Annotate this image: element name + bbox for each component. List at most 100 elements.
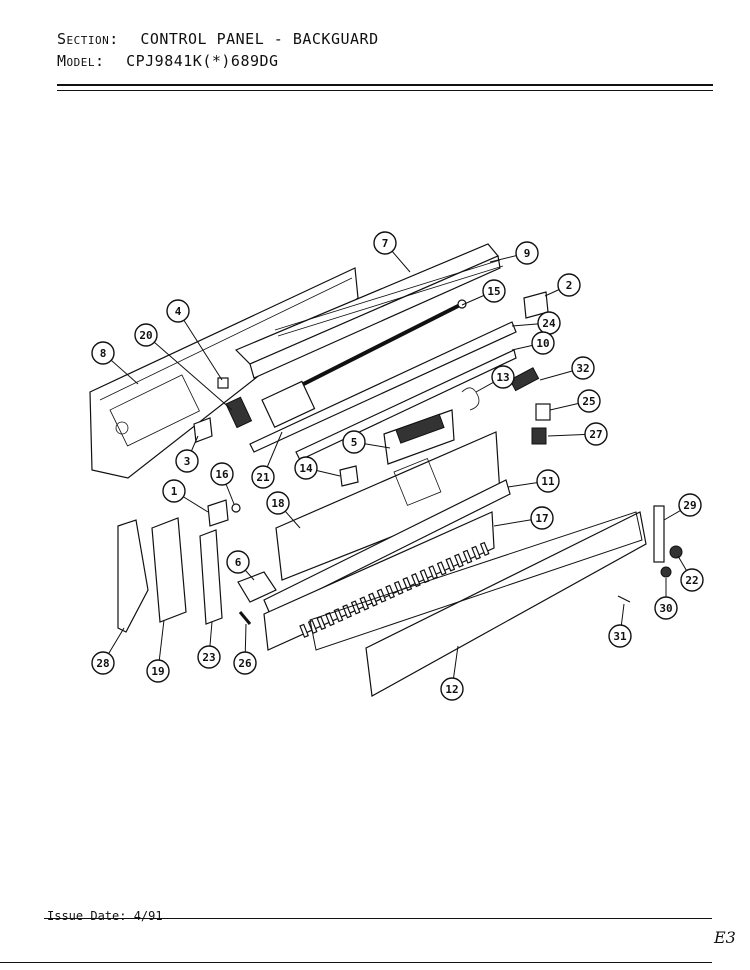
vent-slot [462,549,473,564]
part-switches [531,403,551,445]
callout-number: 4 [175,305,182,318]
callout-21: 21 [251,465,275,489]
callout-15: 15 [482,279,506,303]
callout-number: 16 [215,468,229,481]
section-header: Section: CONTROL PANEL - BACKGUARD [57,30,379,48]
callout-number: 32 [576,362,589,375]
section-value: CONTROL PANEL - BACKGUARD [140,30,379,48]
callout-25: 25 [577,389,601,413]
part-knob-30 [660,566,672,578]
callout-11: 11 [536,469,560,493]
callout-31: 31 [608,624,632,648]
callout-number: 23 [202,651,215,664]
callout-1: 1 [162,479,186,503]
callout-number: 11 [541,475,555,488]
callout-16: 16 [210,462,234,486]
model-label: Model: [57,52,105,70]
part-strip [274,259,504,337]
part-backguard-panel [89,267,359,479]
part-side-trim-28 [117,519,149,633]
callout-5: 5 [342,430,366,454]
part-bracket-19 [151,517,187,623]
callout-4: 4 [166,299,190,323]
vent-slot [436,561,447,576]
callout-26: 26 [233,651,257,675]
callout-number: 13 [496,371,509,384]
callout-22: 22 [680,568,704,592]
vent-slot [393,580,404,596]
part-knob-22 [669,545,683,559]
callout-number: 6 [235,556,242,569]
callout-14: 14 [294,456,318,480]
callout-30: 30 [654,596,678,620]
part-bracket-23 [199,529,223,625]
callout-32: 32 [571,356,595,380]
bottom-rule [0,962,712,963]
vent-slot [445,557,456,572]
callout-number: 24 [542,317,556,330]
leader-line-4 [177,310,223,381]
callout-number: 15 [487,285,500,298]
callout-number: 30 [659,602,672,615]
callout-27: 27 [584,422,608,446]
callout-2: 2 [557,273,581,297]
callout-9: 9 [515,241,539,265]
callout-number: 31 [613,630,627,643]
part-clock-timer [383,409,455,465]
part-endcap-left [237,571,277,603]
part-glass-panel [309,511,647,697]
callout-number: 19 [151,665,164,678]
callout-number: 1 [171,485,178,498]
callout-number: 7 [382,237,389,250]
vent-slot [350,600,361,615]
part-lamp-assembly [225,380,316,429]
vent-slot [471,545,481,560]
model-header: Model: CPJ9841K(*)689DG [57,52,279,70]
section-label: Section: [57,30,119,48]
callout-17: 17 [530,506,554,530]
callout-number: 5 [351,436,358,449]
page-code: E3 [714,928,736,947]
callout-number: 10 [536,337,549,350]
callout-number: 17 [535,512,548,525]
part-front-panel [263,479,511,651]
callout-6: 6 [226,550,250,574]
vent-slot [385,584,395,599]
header-rule-thick [57,84,713,86]
part-endcap-right [653,505,665,563]
part-terminal-block [509,367,540,392]
part-bracket-3 [193,417,213,443]
vent-slot [428,565,438,580]
callout-number: 27 [589,428,602,441]
callout-12: 12 [440,677,464,701]
part-washer-16 [231,503,241,513]
callout-10: 10 [531,331,555,355]
callout-number: 18 [271,497,284,510]
part-screw-26 [238,611,252,625]
callout-number: 21 [256,471,270,484]
callout-number: 22 [685,574,698,587]
callout-19: 19 [146,659,170,683]
callout-number: 25 [582,395,595,408]
callout-20: 20 [134,323,158,347]
callout-8: 8 [91,341,115,365]
vent-slot [411,573,421,588]
header-rule-thin [57,90,713,91]
vent-slot [359,596,370,611]
leader-line-20 [145,334,233,411]
part-screw-31 [617,595,631,603]
vent-slot [454,553,464,568]
callout-number: 9 [524,247,531,260]
callout-number: 3 [184,455,191,468]
callout-7: 7 [373,231,397,255]
part-wire-harness [461,387,480,411]
vent-slot [333,608,344,623]
callout-23: 23 [197,645,221,669]
callout-number: 26 [238,657,252,670]
callout-number: 8 [100,347,107,360]
model-value: CPJ9841K(*)689DG [126,52,279,70]
callout-number: 20 [139,329,152,342]
footer-rule [44,918,712,919]
callout-number: 14 [299,462,313,475]
